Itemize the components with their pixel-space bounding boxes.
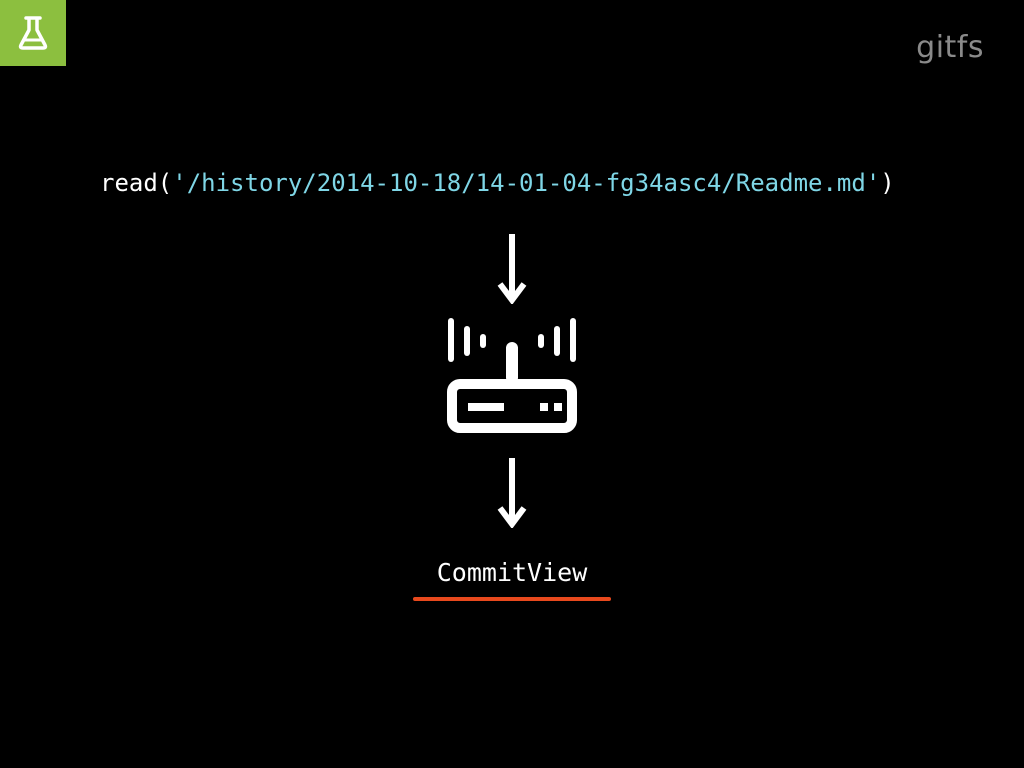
function-call-suffix: )	[880, 169, 895, 197]
function-call-prefix: read(	[100, 169, 173, 197]
arrow-down-icon	[497, 458, 527, 528]
brand-title: gitfs	[916, 30, 984, 65]
commit-view-label: CommitView	[436, 558, 588, 587]
flask-icon	[18, 16, 48, 50]
logo-badge	[0, 0, 66, 66]
code-line: read('/history/2014-10-18/14-01-04-fg34a…	[100, 166, 960, 200]
router-icon	[447, 318, 577, 433]
commit-view-underline	[413, 597, 611, 601]
path-argument: '/history/2014-10-18/14-01-04-fg34asc4/R…	[172, 169, 881, 197]
arrow-down-icon	[497, 234, 527, 304]
